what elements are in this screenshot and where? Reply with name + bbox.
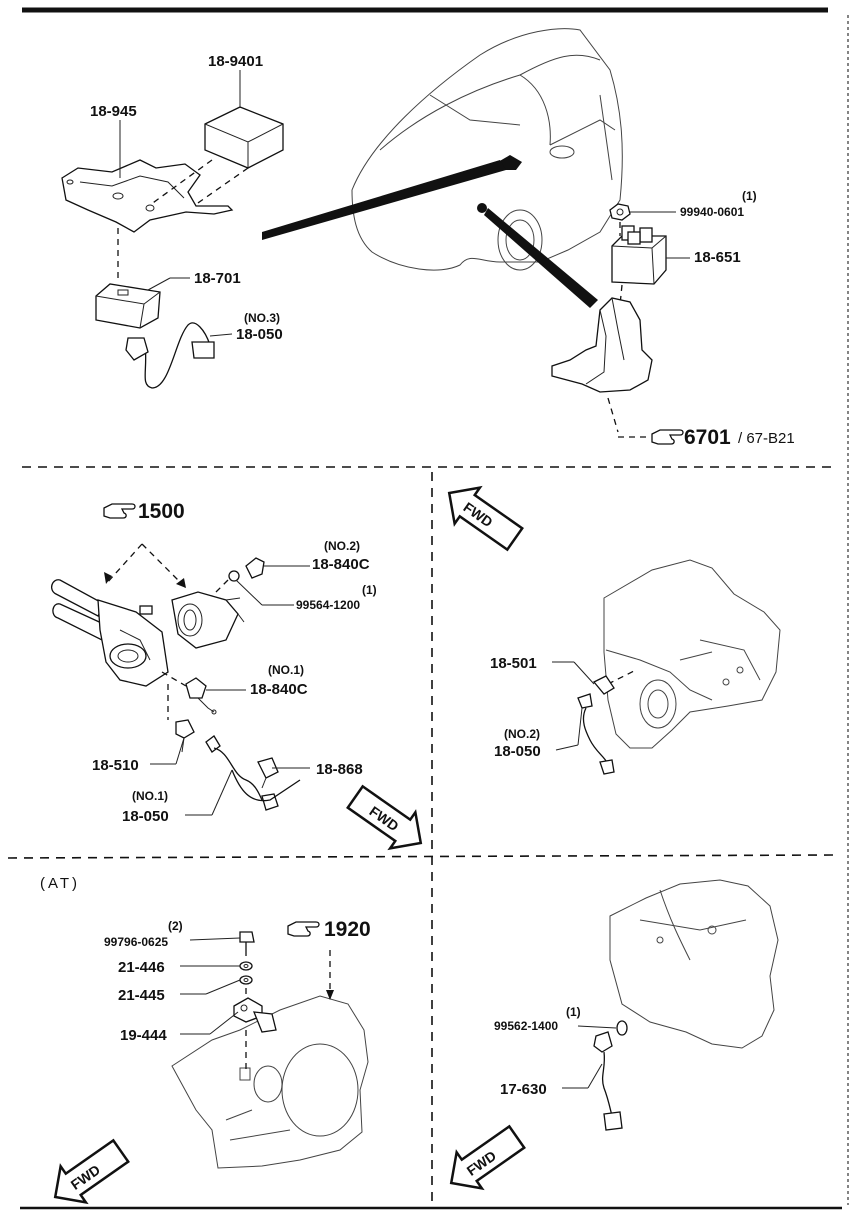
connector-18-868	[257, 757, 279, 789]
note-no1: (NO.1)	[132, 789, 168, 803]
note-qty-1: (1)	[566, 1005, 581, 1019]
water-outlet-assembly	[50, 579, 169, 687]
vehicle-outline	[351, 28, 623, 271]
sensor-19-444	[233, 997, 277, 1033]
ref-1920: 1920	[324, 918, 371, 941]
section-dividers	[7, 466, 837, 1205]
engine-block-mt	[603, 559, 781, 749]
transaxle-mt	[609, 879, 779, 1049]
note-no1: (NO.1)	[268, 663, 304, 677]
label-99564-1200: 99564-1200	[296, 598, 360, 612]
relay-18-651	[611, 225, 667, 285]
sensor-18-510	[175, 719, 195, 753]
label-18-868: 18-868	[316, 761, 363, 778]
sensor-18-840c-no2	[228, 557, 265, 582]
fwd-arrow-mid-right: FWD	[447, 485, 524, 552]
bolt-99796	[239, 931, 255, 956]
fwd-arrow-mid-left: FWD	[346, 784, 423, 851]
ref-67-b21: / 67-B21	[738, 430, 795, 447]
hand-pointer-icon	[651, 429, 684, 445]
hand-pointer-icon	[103, 503, 136, 519]
label-18-840c-no1: 18-840C	[250, 681, 308, 698]
label-21-445: 21-445	[118, 987, 165, 1004]
washer-99562	[616, 1020, 628, 1036]
label-18-050-no3: 18-050	[236, 326, 283, 343]
at-label: (AT)	[40, 875, 80, 892]
note-no2: (NO.2)	[504, 727, 540, 741]
nut-99940	[609, 203, 631, 221]
label-18-501: 18-501	[490, 655, 537, 672]
harness-18-050-no3	[125, 322, 215, 389]
bracket-18-945	[61, 159, 234, 233]
label-18-945: 18-945	[90, 103, 137, 120]
label-17-630: 17-630	[500, 1081, 547, 1098]
fwd-arrow-bottom-left: FWD	[53, 1138, 130, 1205]
label-19-444: 19-444	[120, 1027, 167, 1044]
note-qty-1: (1)	[362, 583, 377, 597]
label-99940-0601: 99940-0601	[680, 205, 744, 219]
note-no3: (NO.3)	[244, 311, 280, 325]
label-18-050-no1: 18-050	[122, 808, 169, 825]
harness-18-050-no1	[205, 735, 301, 811]
ref-1500: 1500	[138, 500, 185, 523]
label-18-840c-no2: 18-840C	[312, 556, 370, 573]
hand-pointer-icon	[287, 921, 320, 937]
sensor-18-840c-no1	[185, 677, 217, 715]
switch-17-630	[593, 1031, 623, 1131]
note-no2: (NO.2)	[324, 539, 360, 553]
page-frame	[20, 7, 849, 1210]
note-qty-1: (1)	[742, 189, 757, 203]
label-18-651: 18-651	[694, 249, 741, 266]
leader-lines	[119, 70, 690, 1089]
washer-21-445	[239, 975, 253, 985]
label-99562-1400: 99562-1400	[494, 1019, 558, 1033]
label-99796-0625: 99796-0625	[104, 935, 168, 949]
note-qty-2: (2)	[168, 919, 183, 933]
water-outlet-cover	[171, 591, 245, 649]
pointer-wedge-left	[262, 160, 506, 240]
label-18-701: 18-701	[194, 270, 241, 287]
sensor-18-501	[592, 675, 615, 695]
label-18-9401: 18-9401	[208, 53, 263, 70]
pointer-wedge-right	[484, 208, 598, 308]
unit-18-701	[95, 283, 161, 329]
fwd-arrow-bottom-right: FWD	[449, 1124, 526, 1191]
bracket-6701	[551, 297, 653, 393]
module-18-9401	[204, 106, 284, 169]
harness-18-050-no2	[577, 693, 615, 775]
label-21-446: 21-446	[118, 959, 165, 976]
washer-21-446	[239, 961, 253, 971]
label-18-050-no2: 18-050	[494, 743, 541, 760]
label-18-510: 18-510	[92, 757, 139, 774]
ref-6701: 6701	[684, 426, 731, 449]
